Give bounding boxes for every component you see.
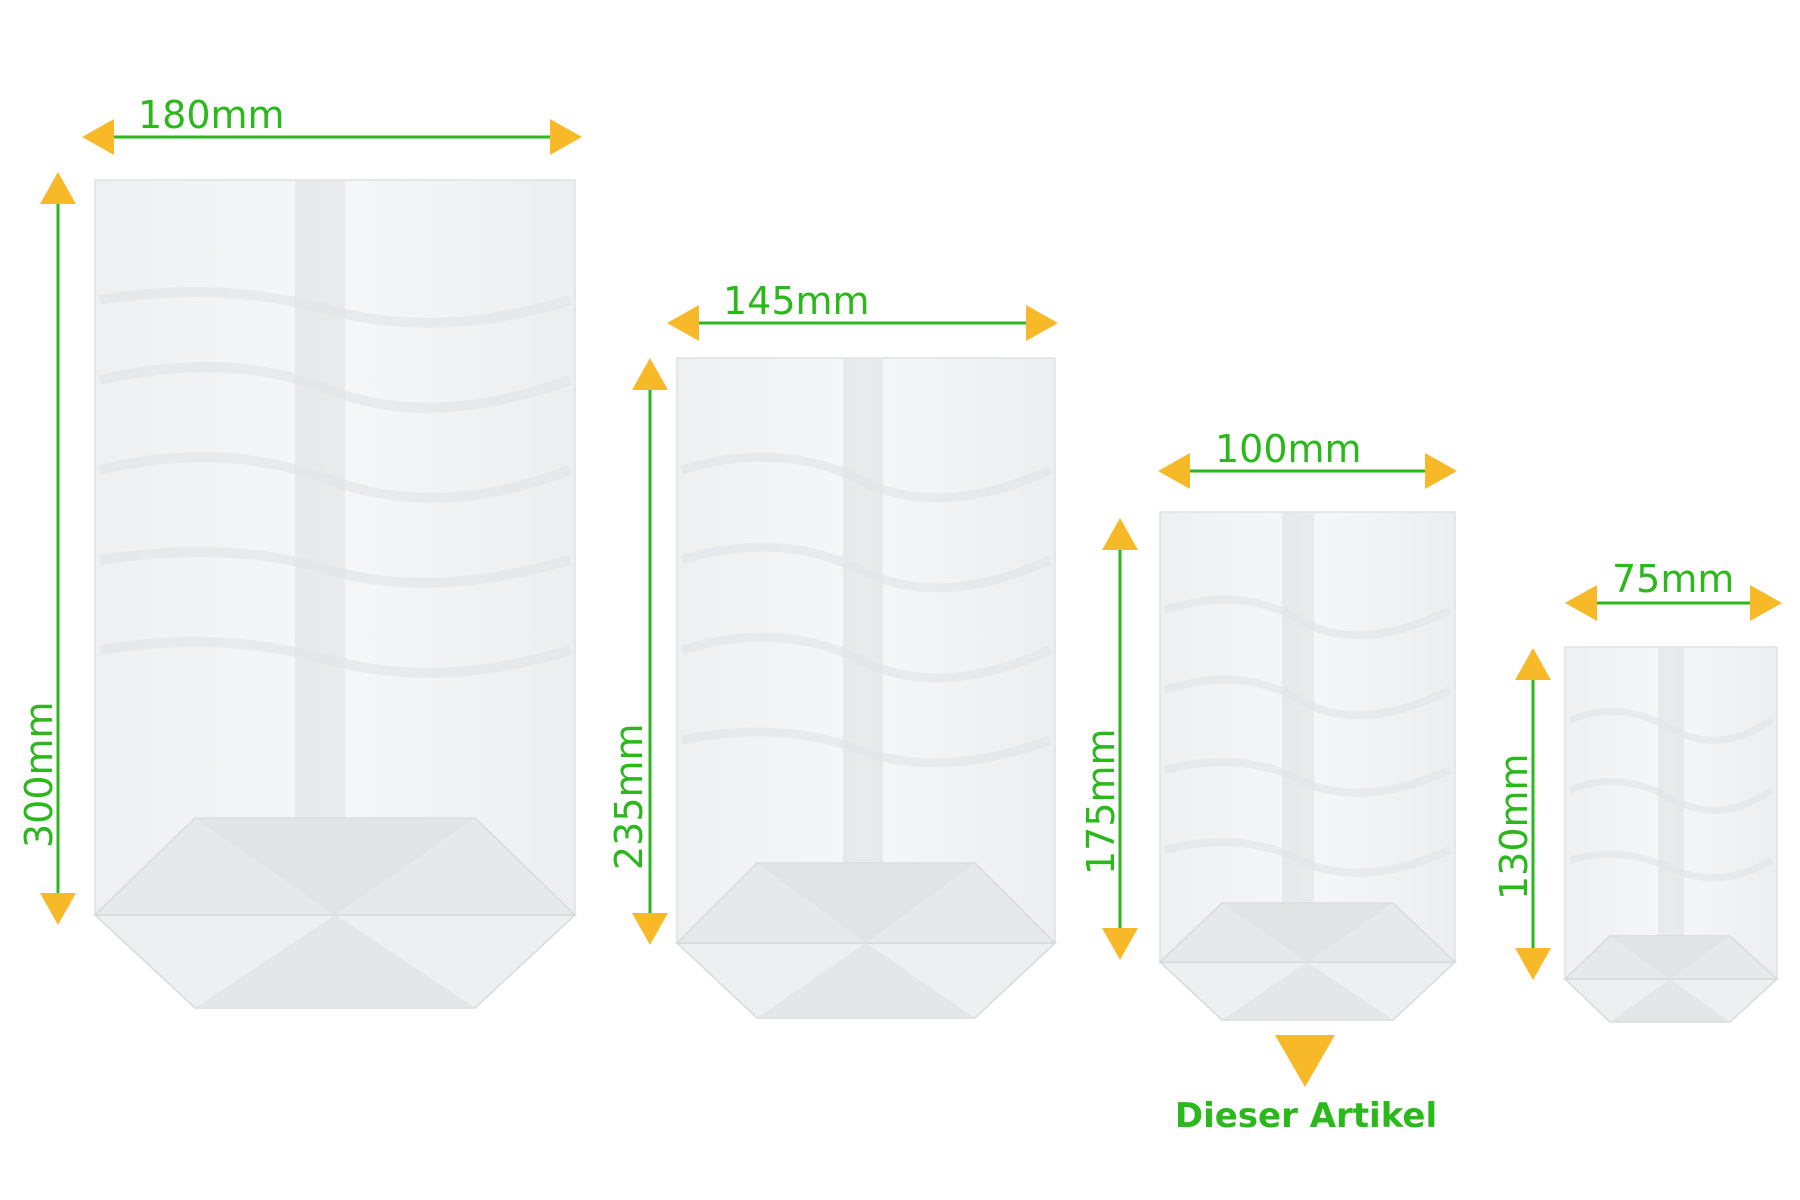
- left-arrow-icon: [667, 305, 699, 341]
- right-arrow-icon: [1026, 305, 1058, 341]
- bag-3-width-dimension: [1158, 453, 1457, 489]
- bag-3-body: [1159, 511, 1456, 963]
- this-item-label: Dieser Artikel: [1175, 1096, 1437, 1136]
- bag-2-height-label: 235mm: [607, 723, 651, 870]
- bag-1-height-label: 300mm: [17, 701, 61, 848]
- bag-3-width-label: 100mm: [1215, 427, 1362, 471]
- up-arrow-icon: [40, 172, 76, 204]
- right-arrow-icon: [1750, 585, 1782, 621]
- bag-3-bottom-fold: [1158, 902, 1457, 1021]
- down-arrow-icon: [632, 913, 668, 945]
- bag-2-width-label: 145mm: [723, 279, 870, 323]
- bag-2: 145mm 235mm: [607, 279, 1058, 1019]
- up-arrow-icon: [1102, 518, 1138, 550]
- bag-1: 180mm 300mm: [17, 93, 582, 1009]
- bag-4-width-label: 75mm: [1612, 557, 1734, 601]
- down-arrow-icon: [1102, 928, 1138, 960]
- bag-3-height-label: 175mm: [1079, 728, 1123, 875]
- down-triangle-icon: [1275, 1035, 1335, 1087]
- bag-2-height-dimension: [632, 358, 668, 945]
- right-arrow-icon: [1425, 453, 1457, 489]
- bag-1-height-dimension: [40, 172, 76, 925]
- up-arrow-icon: [1515, 648, 1551, 680]
- bag-2-bottom-fold: [675, 862, 1057, 1019]
- bag-4-height-label: 130mm: [1492, 753, 1536, 900]
- left-arrow-icon: [1158, 453, 1190, 489]
- bag-4-height-dimension: [1515, 648, 1551, 980]
- bag-4: 75mm 130mm: [1492, 557, 1782, 1023]
- this-item-marker: Dieser Artikel: [1175, 1035, 1437, 1136]
- bag-1-body: [94, 179, 576, 916]
- bag-1-width-dimension: [82, 119, 582, 155]
- right-arrow-icon: [550, 119, 582, 155]
- bag-3-height-dimension: [1102, 518, 1138, 960]
- bag-4-bottom-fold: [1563, 935, 1779, 1023]
- bag-2-width-dimension: [667, 305, 1058, 341]
- bag-2-body: [676, 357, 1056, 944]
- up-arrow-icon: [632, 358, 668, 390]
- left-arrow-icon: [1565, 585, 1597, 621]
- down-arrow-icon: [40, 893, 76, 925]
- bag-4-body: [1564, 646, 1778, 980]
- left-arrow-icon: [82, 119, 114, 155]
- bag-1-bottom-fold: [93, 817, 577, 1009]
- bag-1-width-label: 180mm: [138, 93, 285, 137]
- bag-3: 100mm 175mm: [1079, 427, 1457, 1021]
- down-arrow-icon: [1515, 948, 1551, 980]
- bag-4-width-dimension: [1565, 585, 1782, 621]
